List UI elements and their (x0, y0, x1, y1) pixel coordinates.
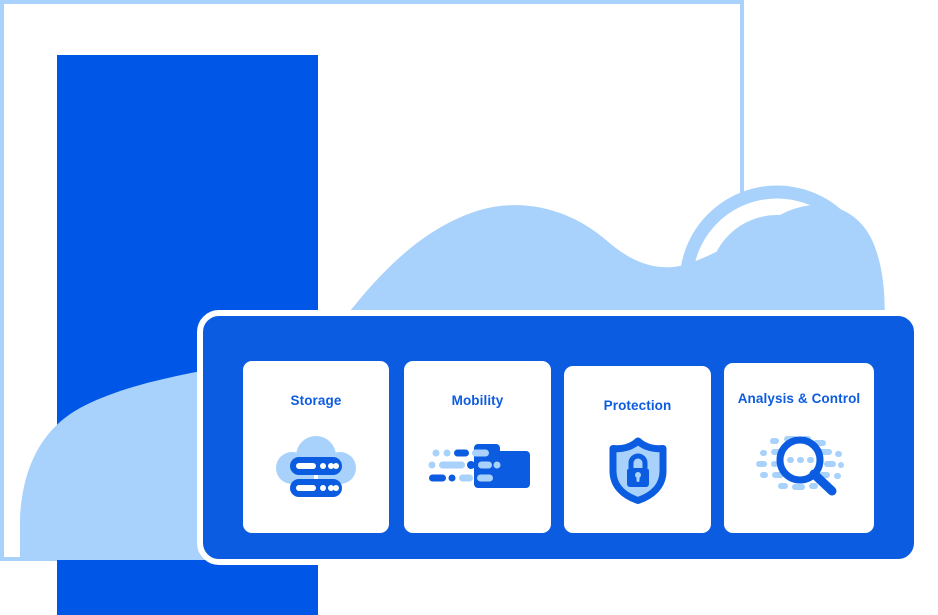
shield-lock-icon (609, 437, 666, 504)
feature-card-mobility[interactable]: Mobility (404, 361, 551, 533)
cloud-left-tail (20, 412, 160, 560)
card-title-analysis-control: Analysis & Control (737, 391, 861, 406)
feature-card-analysis-control[interactable]: Analysis & Control (724, 363, 874, 533)
card-title-storage: Storage (290, 393, 342, 408)
folder-transfer-icon (428, 444, 530, 488)
card-title-mobility: Mobility (451, 393, 504, 408)
feature-panel: Storage (197, 310, 920, 565)
magnifier-data-icon (756, 436, 844, 496)
feature-card-storage[interactable]: Storage (243, 361, 389, 533)
feature-card-row: Storage (243, 361, 886, 536)
feature-card-protection[interactable]: Protection (564, 366, 711, 533)
cloud-server-icon (276, 436, 356, 497)
card-title-protection: Protection (603, 398, 672, 413)
